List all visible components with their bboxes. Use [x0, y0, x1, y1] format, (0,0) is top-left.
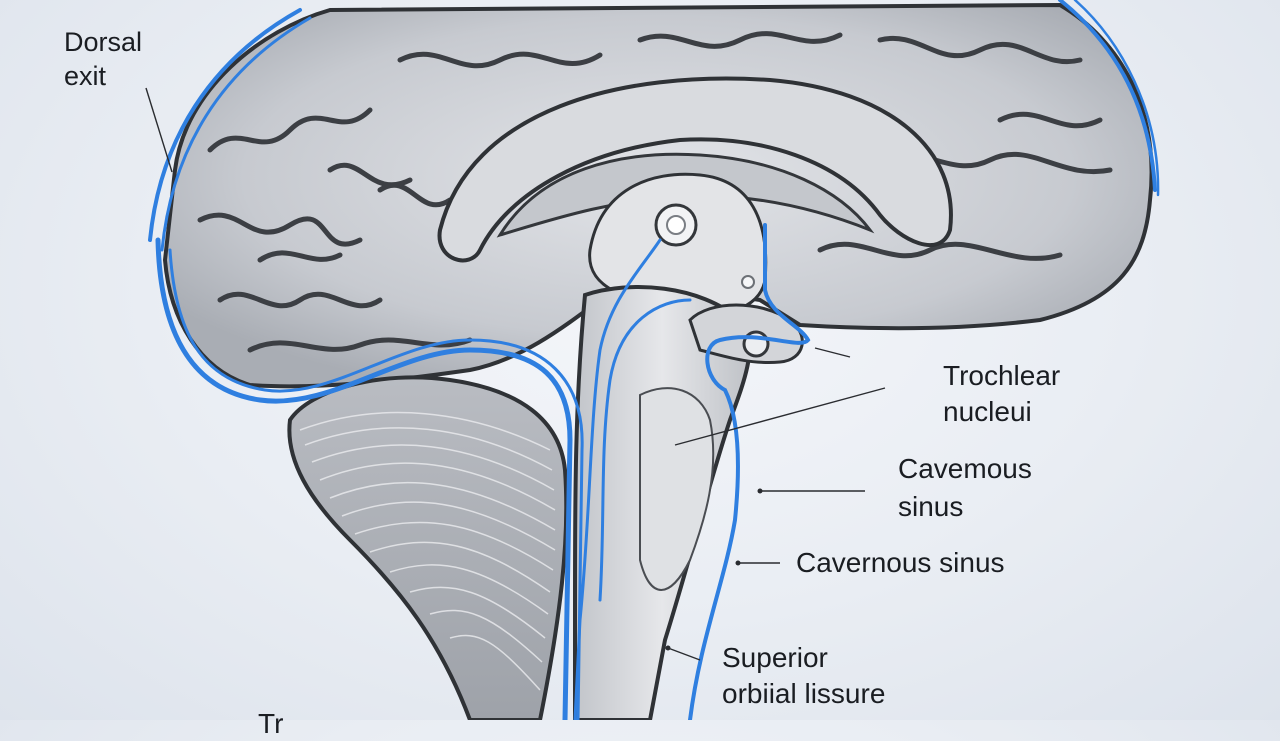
label-trochlear-nucleus-line2: nucleui	[943, 396, 1032, 428]
label-bottom-cut-text: Tr	[258, 708, 284, 739]
brain-sagittal-diagram	[145, 0, 1160, 720]
label-cavernous-sinus-1-line1: Cavemous	[898, 453, 1032, 484]
label-cavernous-sinus-1-line2: sinus	[898, 490, 964, 522]
label-cavernous-sinus-2: Cavernous sinus	[796, 545, 1005, 580]
label-bottom-cut: Tr	[258, 706, 283, 741]
pons-outline	[639, 387, 715, 591]
leader-lines	[145, 87, 886, 661]
cerebellum-folia	[299, 411, 556, 691]
label-trochlear-nucleus-line1: Trochlear	[943, 360, 1061, 391]
label-cavernous-sinus-2-text: Cavernous sinus	[796, 547, 1005, 578]
gyri-folds	[197, 31, 1113, 353]
label-dorsal-exit: Dorsal exit	[64, 26, 142, 94]
label-trochlear-nucleus: Trochlear nucleui	[943, 358, 1060, 431]
label-cavernous-sinus-1: Cavemous sinus	[898, 450, 1032, 526]
label-dorsal-exit-line1: Dorsal	[64, 27, 143, 57]
label-superior-orbital-fissure-line2: orbiial lissure	[722, 678, 886, 710]
trochlear-nerve-pathways	[148, 0, 1160, 720]
label-superior-orbital-fissure: Superior orbiial lissure	[722, 640, 885, 713]
label-superior-orbital-fissure-line1: Superior	[722, 642, 828, 673]
corpus-callosum	[437, 76, 953, 263]
sinus-structure	[688, 303, 804, 365]
label-dorsal-exit-line2: exit	[64, 60, 107, 91]
